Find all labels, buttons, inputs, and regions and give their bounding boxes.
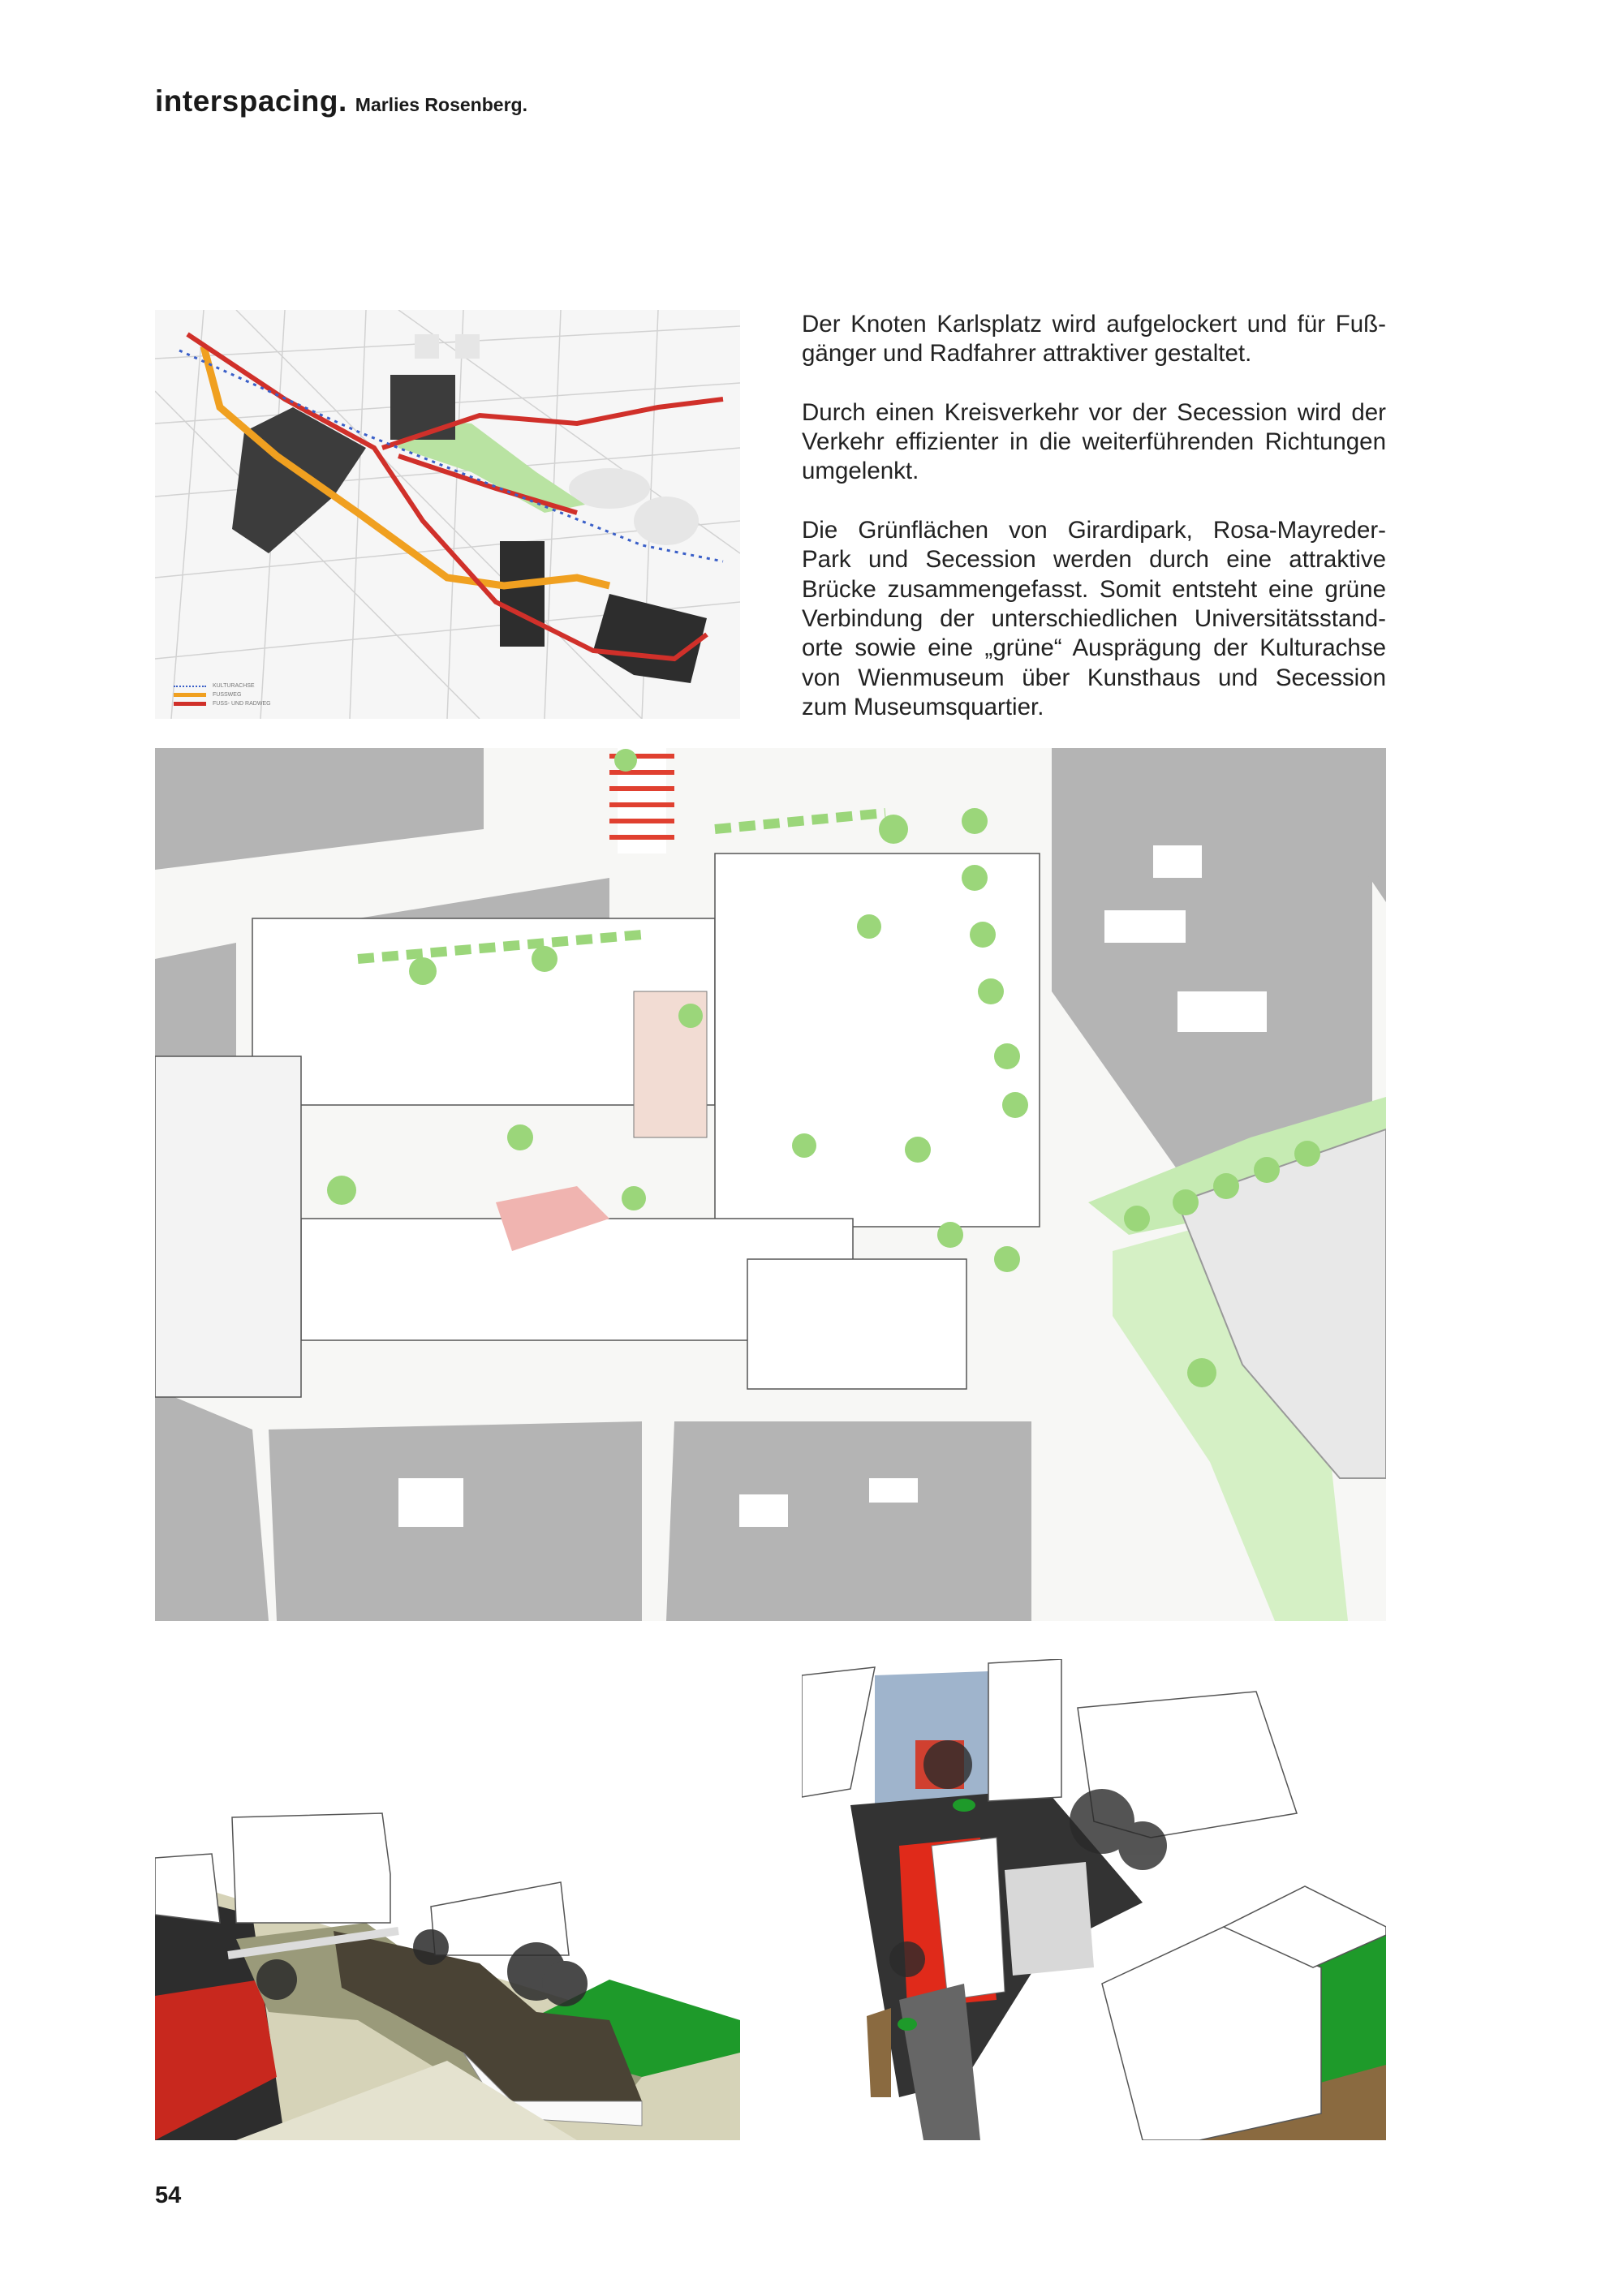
red-swatch <box>174 702 206 706</box>
paragraph-2: Durch einen Kreisverkehr vor der Secessi… <box>802 398 1386 487</box>
page-number: 54 <box>155 2182 182 2208</box>
paragraph-3: Die Grünflächen von Girardipark, Rosa-Ma… <box>802 516 1386 722</box>
text-line: Park und Secession werden durch eine att… <box>802 546 1386 574</box>
body-text: Der Knoten Karlsplatz wird aufgelockert … <box>802 310 1386 751</box>
text-line: orte sowie eine „grüne“ Ausprägung der K… <box>802 634 1386 662</box>
bridge-rendering <box>155 1809 740 2140</box>
text-line: umgelenkt. <box>802 458 919 485</box>
text-line: Verkehr effizienter in die weiterführend… <box>802 428 1386 456</box>
text-line: Der Knoten Karlsplatz wird aufgelockert … <box>802 311 1386 338</box>
orange-swatch <box>174 693 206 697</box>
text-line: Verbindung der unterschiedlichen Univers… <box>802 604 1386 632</box>
text-line: Durch einen Kreisverkehr vor der Secessi… <box>802 398 1386 426</box>
author-name: Marlies Rosenberg. <box>355 94 527 115</box>
page-header: interspacing. Marlies Rosenberg. <box>155 84 527 118</box>
site-plan <box>155 748 1386 1621</box>
legend-item: FUSSWEG <box>174 690 271 699</box>
courtyard-rendering <box>802 1659 1386 2140</box>
legend-label: FUSSWEG <box>213 692 242 698</box>
legend-label: KULTURACHSE <box>213 683 255 689</box>
text-line: Brücke zusammengefasst. Somit entsteht e… <box>802 575 1386 603</box>
karlsplatz-route-map <box>155 310 740 719</box>
text-line: Die Grünflächen von Girardipark, Rosa-Ma… <box>802 517 1386 544</box>
map-legend: KULTURACHSE FUSSWEG FUSS- UND RADWEG <box>174 681 271 708</box>
text-line: gänger und Radfahrer attraktiver gestalt… <box>802 340 1252 368</box>
legend-item: FUSS- UND RADWEG <box>174 699 271 708</box>
text-line: zum Museumsquartier. <box>802 693 1044 720</box>
paragraph-1: Der Knoten Karlsplatz wird aufgelockert … <box>802 310 1386 369</box>
dotted-line-swatch <box>174 685 206 687</box>
text-line: von Wienmuseum über Kunsthaus und Secess… <box>802 664 1386 691</box>
legend-label: FUSS- UND RADWEG <box>213 701 271 707</box>
document-title: interspacing. <box>155 84 347 118</box>
legend-item: KULTURACHSE <box>174 681 271 690</box>
